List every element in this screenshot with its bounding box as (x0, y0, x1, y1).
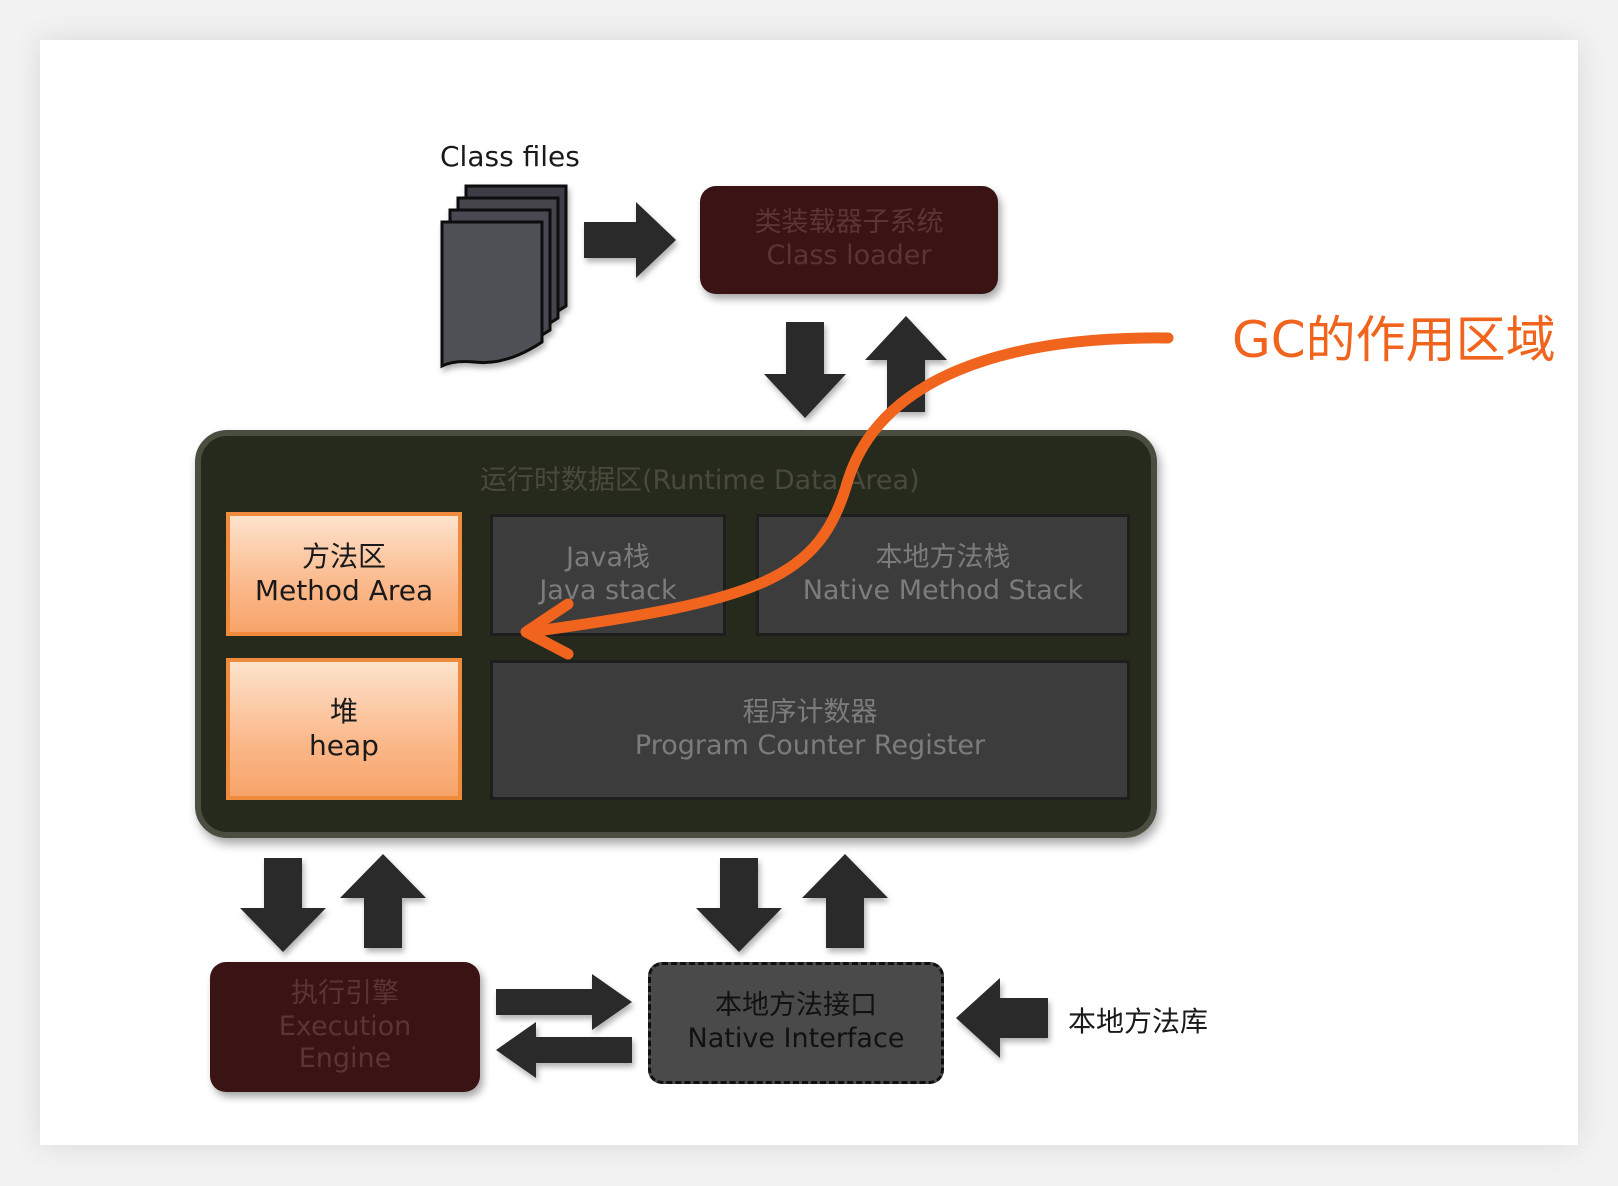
native-interface-box: 本地方法接口 Native Interface (648, 962, 944, 1084)
arrow-library-to-interface (956, 978, 1048, 1058)
arrow-runtime-to-engine (240, 858, 326, 952)
native-interface-label-en: Native Interface (687, 1023, 905, 1054)
native-method-stack-label-cn: 本地方法栈 (875, 542, 1011, 574)
arrow-runtime-to-native (696, 858, 782, 952)
execution-engine-label-en-2: Engine (298, 1043, 392, 1075)
arrow-engine-to-runtime (340, 854, 426, 948)
java-stack-label-en: Java stack (539, 575, 677, 606)
arrow-interface-to-engine (496, 1022, 632, 1078)
class-loader-box: 类装载器子系统 Class loader (700, 186, 998, 294)
method-area-label-en: Method Area (254, 574, 434, 607)
program-counter-box: 程序计数器 Program Counter Register (490, 660, 1130, 800)
native-method-stack-label-en: Native Method Stack (802, 575, 1084, 606)
arrow-engine-to-interface (496, 974, 632, 1030)
heap-label-cn: 堆 (329, 694, 358, 728)
gc-curved-arrow (524, 332, 1174, 638)
class-loader-label-cn: 类装载器子系统 (754, 207, 944, 239)
java-stack-box: Java栈 Java stack (490, 514, 726, 636)
heap-label-en: heap (309, 729, 379, 762)
program-counter-label-cn: 程序计数器 (742, 697, 878, 729)
class-files-label: Class files (440, 140, 580, 173)
arrow-files-to-loader (584, 202, 676, 278)
execution-engine-label-cn: 执行引擎 (291, 977, 399, 1009)
gc-area-label: GC的作用区域 (1232, 311, 1556, 369)
execution-engine-box: 执行引擎 Execution Engine (210, 962, 480, 1092)
class-files-icon (440, 184, 568, 369)
class-loader-label-en: Class loader (766, 240, 932, 271)
native-library-label: 本地方法库 (1068, 1005, 1209, 1038)
java-stack-label-cn: Java栈 (565, 542, 651, 574)
program-counter-label-en: Program Counter Register (634, 730, 986, 761)
method-area-box: 方法区 Method Area (226, 512, 462, 636)
arrow-loader-down (764, 322, 846, 418)
method-area-label-cn: 方法区 (301, 539, 386, 573)
gc-arrowhead (520, 598, 574, 660)
native-interface-label-cn: 本地方法接口 (714, 990, 877, 1022)
arrow-runtime-up (865, 316, 947, 412)
heap-box: 堆 heap (226, 658, 462, 800)
execution-engine-label-en-1: Execution (278, 1010, 412, 1042)
arrow-native-to-runtime (802, 854, 888, 948)
